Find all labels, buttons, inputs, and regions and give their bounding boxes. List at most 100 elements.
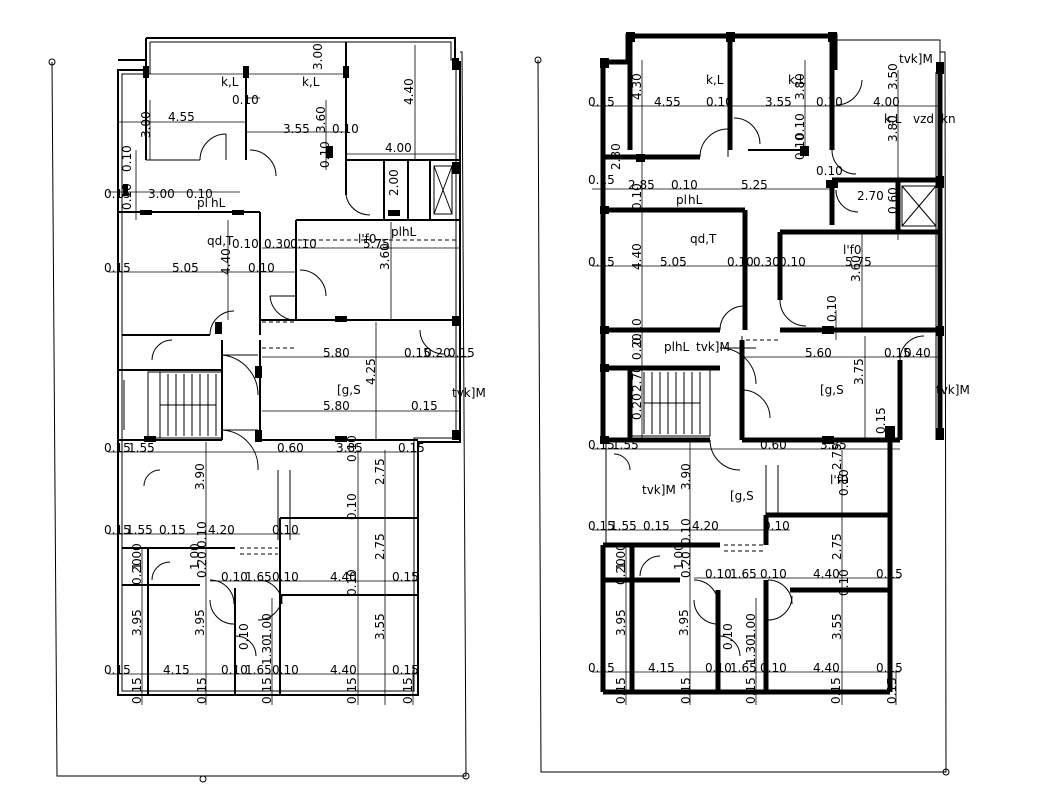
plan-label: 2.00 (387, 169, 401, 196)
plan-label: 5.75 (363, 237, 390, 251)
plan-label: 0.10 (837, 569, 851, 596)
right-dimension-lines (592, 60, 940, 705)
plan-label: 0.10 (763, 519, 790, 533)
plan-label: 0.10 (120, 145, 134, 172)
plan-label: 4.00 (873, 95, 900, 109)
plan-label: 0.10 (630, 183, 644, 210)
plan-label: 5.60 (805, 346, 832, 360)
plan-label: hL (688, 193, 703, 207)
plan-label: [g,S (820, 383, 844, 397)
plan-label: 0.10 (760, 567, 787, 581)
plan-label: 4.15 (163, 663, 190, 677)
plan-label: 3.60 (314, 106, 328, 133)
plan-label: k,L (788, 73, 806, 87)
plan-label: 0.60 (886, 187, 900, 214)
plan-label: 4.40 (813, 567, 840, 581)
plan-label: 0.15 (744, 677, 758, 704)
plan-label: 5.25 (741, 178, 768, 192)
plan-label: 0.10 (248, 261, 275, 275)
plan-label: 4.20 (692, 519, 719, 533)
plan-label: 4.55 (168, 110, 195, 124)
plan-label: 4.15 (648, 661, 675, 675)
plan-label: 3.55 (765, 95, 792, 109)
plan-label: 1.55 (128, 441, 155, 455)
plan-label: 0.10 (727, 255, 754, 269)
plan-label: 1.55 (610, 519, 637, 533)
plan-label: 3.80 (886, 115, 900, 142)
plan-label: 3.95 (677, 609, 691, 636)
plan-label: 0.10 (706, 95, 733, 109)
plan-label: 1.00 (260, 613, 274, 640)
right-plan (534, 32, 950, 776)
left-boundary-marker (199, 775, 207, 783)
plan-label: kn (941, 112, 956, 126)
plan-label: 0.15 (260, 677, 274, 704)
plan-label: l'f0 (843, 243, 862, 257)
plan-label: 0.10 (679, 518, 693, 545)
plan-label: 1.00 (130, 543, 144, 570)
plan-label: 0.10 (345, 569, 359, 596)
plan-label: 0.60 (277, 441, 304, 455)
left-interior-walls (118, 42, 460, 695)
plan-label: 0.15 (588, 173, 615, 187)
plan-label: 0.10 (760, 661, 787, 675)
plan-label: 0.10 (290, 237, 317, 251)
plan-label: 2.85 (628, 178, 655, 192)
plan-label: k,L (221, 75, 239, 89)
plan-label: 0.10 (221, 663, 248, 677)
plan-label: 0.30 (753, 255, 780, 269)
left-dashed-openings (240, 239, 458, 555)
plan-label: 3.60 (849, 255, 863, 282)
plan-label: qd,T (690, 232, 717, 246)
plan-label: tvk]M (452, 386, 486, 400)
plan-label: 5.75 (845, 255, 872, 269)
right-boundary-marker (942, 768, 950, 776)
plan-label: [g,S (337, 383, 361, 397)
plan-label: 0.20 (195, 551, 209, 578)
left-boundary-marker (462, 772, 470, 780)
plan-label: 3.95 (614, 609, 628, 636)
plan-label: pl (197, 196, 208, 210)
plan-label: 0.10 (705, 567, 732, 581)
plan-label: l'f0 (358, 232, 377, 246)
plan-label: 0.15 (392, 663, 419, 677)
plan-label: 3.00 (311, 43, 325, 70)
plan-label: 2.70 (630, 365, 644, 392)
plan-label: tvk]M (696, 340, 730, 354)
right-boundary-marker (534, 56, 542, 64)
left-dimension-lines (108, 45, 470, 705)
plan-label: 0.15 (588, 95, 615, 109)
plan-label: 1.65 (730, 567, 757, 581)
plan-label: 0.15 (829, 677, 843, 704)
plan-label: 1.00 (188, 543, 202, 570)
plan-label: 3.60 (378, 243, 392, 270)
plan-label: 0.15 (885, 677, 899, 704)
plan-label: 3.95 (193, 609, 207, 636)
plan-label: 0.15 (104, 663, 131, 677)
plan-label: 3.85 (820, 438, 847, 452)
plan-label: 0.15 (411, 399, 438, 413)
plan-label: 1.30 (744, 638, 758, 665)
plan-label: 0.20 (130, 558, 144, 585)
plan-label: 0.15 (104, 187, 131, 201)
left-columns (123, 58, 459, 442)
plan-label: 0.10 (345, 493, 359, 520)
plan-label: 3.80 (793, 73, 807, 100)
plan-label: 0.10 (232, 93, 259, 107)
plan-label: 0.20 (679, 551, 693, 578)
plan-label: 0.10 (630, 318, 644, 345)
plan-label: l'f0 (830, 473, 849, 487)
plan-label: 4.55 (654, 95, 681, 109)
plan-label: 1.00 (672, 543, 686, 570)
left-boundary-marker (48, 58, 56, 66)
plan-label: 0.15 (876, 567, 903, 581)
plan-label: 0.10 (825, 295, 839, 322)
plan-label: plhL (391, 225, 417, 239)
plan-label: 0.15 (104, 441, 131, 455)
plan-label: 4.25 (364, 358, 378, 385)
plan-label: 0.10 (272, 570, 299, 584)
left-outer-walls (117, 37, 461, 696)
plan-label: 0.15 (588, 519, 615, 533)
